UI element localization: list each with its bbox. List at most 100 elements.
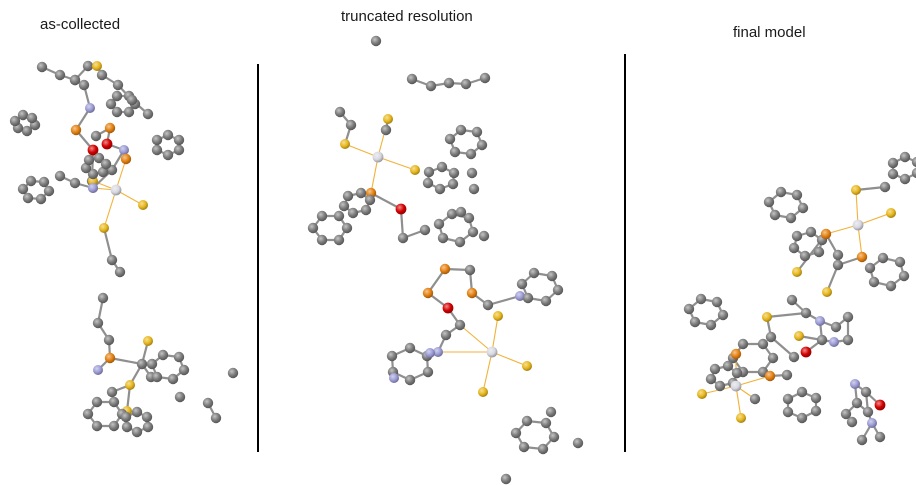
p1-ring-e-carbon-atom (97, 166, 109, 178)
p3-mid-carbon-atom (765, 331, 777, 343)
p3-metal-top-carbon-atom (832, 259, 844, 271)
p3-metal-top-sulfur-atom (886, 208, 896, 218)
p2-ring-c-carbon-atom (333, 234, 345, 246)
p3-ring-c-carbon-atom (813, 246, 825, 258)
p2-core-bond (482, 351, 493, 393)
p3-ring-h-carbon-atom (709, 363, 721, 375)
p2-ring-e-carbon-atom (437, 232, 449, 244)
p2-metal-a-carbon-atom (334, 106, 346, 118)
p3-ring-g-carbon-atom (810, 392, 822, 404)
p2-ring-e-carbon-atom (433, 218, 445, 230)
p2-core-phosphorus-atom (422, 287, 434, 299)
p2-top-chain-carbon-atom (406, 73, 418, 85)
p1-ring-g-carbon-atom (108, 420, 120, 432)
p2-ring-f-carbon-atom (540, 295, 552, 307)
p2-ring-c-carbon-atom (316, 234, 328, 246)
p1-ring-b-carbon-atom (25, 175, 37, 187)
p2-metal-a-bond (370, 192, 402, 210)
p3-ring-h-carbon-atom (731, 367, 743, 379)
p2-ring-e-carbon-atom (467, 226, 479, 238)
p2-ring-h-carbon-atom (540, 417, 552, 429)
p3-metal-top-metal-atom (852, 219, 864, 231)
p2-top-chain-carbon-atom (443, 77, 455, 89)
p2-metal-a-carbon-atom (419, 224, 431, 236)
p1-low-nitrogen-atom (93, 365, 103, 375)
p2-ring-h-carbon-atom (518, 441, 530, 453)
p2-core-phosphorus-atom (466, 287, 478, 299)
p3-ring-a-carbon-atom (899, 151, 911, 163)
p3-lig-carbon-atom (862, 406, 874, 418)
p1-low-carbon-atom (106, 386, 118, 398)
p2-ring-d-carbon-atom (360, 204, 372, 216)
p3-lig-carbon-atom (874, 431, 886, 443)
p1-chain-top2-nitrogen-atom (85, 103, 95, 113)
p3-ring-e-carbon-atom (695, 293, 707, 305)
p2-ring-e-carbon-atom (454, 236, 466, 248)
p1-core-nitrogen-atom (119, 145, 129, 155)
p1-core-bond (115, 158, 127, 191)
p1-ring-h-carbon-atom (131, 406, 143, 418)
p3-mid-oxygen-atom (800, 346, 812, 358)
p2-stray2-carbon-atom (466, 167, 478, 179)
p2-core-nitrogen-atom (515, 291, 525, 301)
p2-ring-a-carbon-atom (465, 148, 477, 160)
p3-ring-f-carbon-atom (757, 338, 769, 350)
p1-low-carbon-atom (103, 334, 115, 346)
p2-ring-d-carbon-atom (347, 207, 359, 219)
p3-metal-low-phosphorus-atom (730, 348, 742, 360)
p1-chain-top-carbon-atom (142, 108, 154, 120)
panel-title-truncated-resolution: truncated resolution (341, 8, 473, 25)
p1-ring-e-carbon-atom (83, 154, 95, 166)
p1-ring-a-carbon-atom (26, 112, 38, 124)
p2-core-nitrogen-atom (433, 347, 443, 357)
p1-ring-b-carbon-atom (43, 185, 55, 197)
p3-ring-d-carbon-atom (894, 256, 906, 268)
p2-metal-a-bond (377, 156, 416, 171)
p2-top-chain-carbon-atom (479, 72, 491, 84)
p1-chain-top-sulfur-atom (92, 61, 102, 71)
p3-ring-h-carbon-atom (705, 373, 717, 385)
p2-ring-d-carbon-atom (338, 200, 350, 212)
p2-ring-g-carbon-atom (386, 350, 398, 362)
atoms-layer (9, 35, 916, 485)
p2-core-sulfur-atom (478, 387, 488, 397)
p3-metal-low-carbon-atom (781, 369, 793, 381)
p2-top-chain-carbon-atom (460, 78, 472, 90)
p3-ring-b-carbon-atom (769, 209, 781, 221)
p3-ring-d-carbon-atom (877, 252, 889, 264)
p3-ring-g-carbon-atom (796, 386, 808, 398)
p2-ring-g-carbon-atom (422, 366, 434, 378)
p2-core-carbon-atom (440, 329, 452, 341)
p1-core-oxygen-atom (101, 138, 113, 150)
p1-ring-h-carbon-atom (121, 421, 133, 433)
p2-ring-g-carbon-atom (404, 342, 416, 354)
p2-extra-carbon-atom (545, 406, 557, 418)
p3-lig-oxygen-atom (874, 399, 886, 411)
p3-mid-carbon-atom (816, 334, 828, 346)
p3-ring-c-carbon-atom (791, 230, 803, 242)
p1-low-phosphorus-atom (104, 352, 116, 364)
p3-ring-b-carbon-atom (785, 212, 797, 224)
p3-lig-carbon-atom (840, 408, 852, 420)
p1-arm-carbon-atom (69, 177, 81, 189)
p2-core-phosphorus-atom (439, 263, 451, 275)
p1-chain-top-carbon-atom (82, 60, 94, 72)
p2-ring-b-carbon-atom (422, 177, 434, 189)
p1-ring-f-carbon-atom (151, 371, 163, 383)
p1-chain-top2-carbon-atom (69, 74, 81, 86)
p2-metal-a-carbon-atom (345, 119, 357, 131)
p1-core-metal-atom (110, 184, 122, 196)
p1-ring-g-carbon-atom (91, 396, 103, 408)
p3-ring-h-carbon-atom (714, 380, 726, 392)
p1-ring-c-carbon-atom (162, 129, 174, 141)
p2-ring-b-carbon-atom (436, 161, 448, 173)
p2-core-metal-atom (486, 346, 498, 358)
p1-ring-f-carbon-atom (173, 351, 185, 363)
p3-ring-a-carbon-atom (887, 168, 899, 180)
p1-ring-g-carbon-atom (108, 396, 120, 408)
p2-ring-a-carbon-atom (471, 126, 483, 138)
p2-ring-d-carbon-atom (364, 194, 376, 206)
p1-ring-h-carbon-atom (142, 421, 154, 433)
p3-ring-d-carbon-atom (864, 262, 876, 274)
p1-ring-c-carbon-atom (151, 144, 163, 156)
